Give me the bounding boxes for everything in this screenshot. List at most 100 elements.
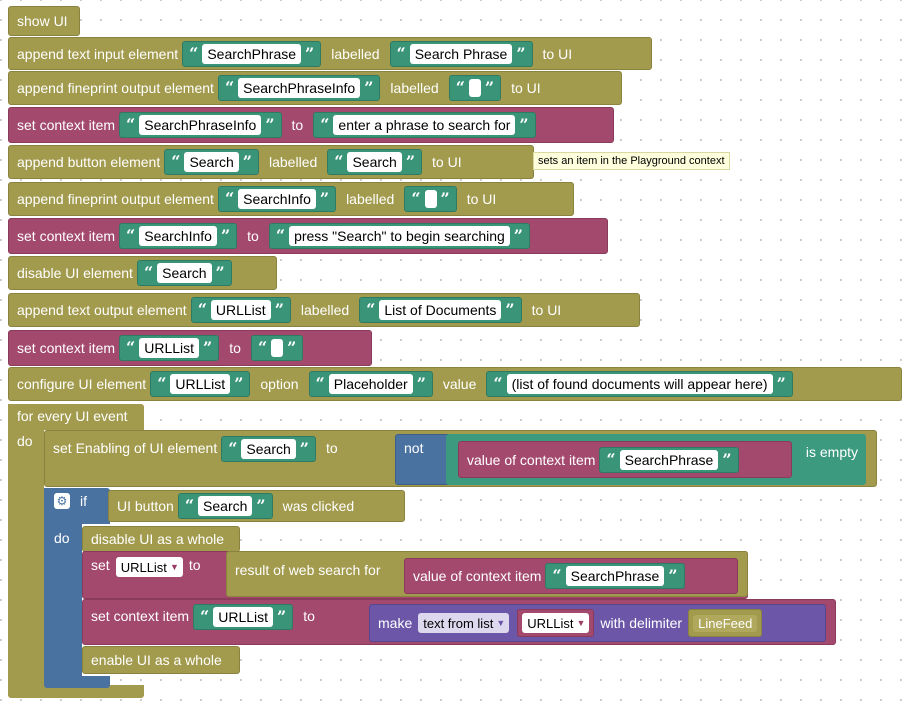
ui-button-clicked-block[interactable]: UI button “Search” was clicked xyxy=(108,490,405,522)
text-field[interactable]: Search xyxy=(198,496,253,516)
string-block[interactable]: “URLList” xyxy=(190,297,291,323)
text-field[interactable]: URLList xyxy=(210,300,271,320)
disable-ui-element-block[interactable]: disable UI element “Search” xyxy=(8,256,277,290)
make-text-from-list-block[interactable]: make text from list▼ URLList▼ with delim… xyxy=(369,604,826,642)
disable-ui-whole-block[interactable]: disable UI as a whole xyxy=(82,526,240,552)
text-field[interactable]: URLList xyxy=(213,607,274,627)
empty-text-field[interactable] xyxy=(424,190,437,208)
block-label: result of web search for xyxy=(235,562,381,578)
to-label: to xyxy=(303,608,315,624)
text-field[interactable]: Placeholder xyxy=(328,374,413,394)
string-block[interactable]: “URLList” xyxy=(119,335,220,361)
block-label: configure UI element xyxy=(17,376,147,392)
text-field[interactable]: SearchInfo xyxy=(139,226,217,246)
string-block[interactable]: “Search Phrase” xyxy=(389,40,533,67)
delimiter-block[interactable]: LineFeed xyxy=(688,609,763,637)
string-block[interactable]: “URLList” xyxy=(150,371,251,397)
text-field[interactable]: URLList xyxy=(139,338,200,358)
string-block[interactable]: “” xyxy=(404,186,457,212)
set-context-item-block[interactable]: set context item “SearchInfo” to “press … xyxy=(8,218,608,254)
to-label: to xyxy=(325,440,338,456)
string-block[interactable]: “Search” xyxy=(327,149,423,175)
labelled-label: labelled xyxy=(346,191,395,207)
variable-name: URLList xyxy=(120,559,167,575)
set-context-item-block[interactable]: set context item “SearchPhraseInfo” to “… xyxy=(8,107,614,143)
string-block[interactable]: “SearchPhrase” xyxy=(182,40,322,67)
enable-ui-whole-block[interactable]: enable UI as a whole xyxy=(82,646,240,674)
show-ui-block[interactable]: show UI xyxy=(8,6,80,36)
string-block[interactable]: “URLList” xyxy=(193,604,294,630)
text-field[interactable]: SearchPhraseInfo xyxy=(139,115,262,135)
set-context-item-block[interactable]: set context item “URLList” to “” xyxy=(8,330,372,366)
gear-icon[interactable]: ⚙ xyxy=(54,493,70,509)
to-label: to xyxy=(229,340,241,356)
append-button-block[interactable]: append button element “Search” labelled … xyxy=(8,145,534,179)
string-block[interactable]: “enter a phrase to search for” xyxy=(313,112,536,138)
string-block[interactable]: “SearchPhrase” xyxy=(545,563,685,589)
to-label: to xyxy=(247,228,259,244)
string-block[interactable]: “” xyxy=(448,75,502,101)
string-block[interactable]: “” xyxy=(250,335,304,361)
append-text-output-block[interactable]: append text output element “URLList” lab… xyxy=(8,293,640,327)
string-block[interactable]: “SearchPhraseInfo” xyxy=(217,75,381,101)
append-fineprint-block[interactable]: append fineprint output element “SearchP… xyxy=(8,71,622,105)
mode-dropdown[interactable]: text from list▼ xyxy=(418,613,510,633)
string-block[interactable]: “Search” xyxy=(164,149,259,175)
string-block[interactable]: “(list of found documents will appear he… xyxy=(486,371,793,397)
labelled-label: labelled xyxy=(300,302,350,318)
string-block[interactable]: “SearchInfo” xyxy=(217,186,337,212)
append-fineprint-block[interactable]: append fineprint output element “SearchI… xyxy=(8,182,574,216)
string-block[interactable]: “Search” xyxy=(177,493,273,519)
text-field[interactable]: List of Documents xyxy=(379,300,502,320)
text-field[interactable]: (list of found documents will appear her… xyxy=(506,374,773,394)
text-field[interactable]: Search xyxy=(347,152,402,172)
text-field[interactable]: Search xyxy=(157,263,212,283)
text-field[interactable]: press "Search" to begin searching xyxy=(289,226,510,246)
variable-name: URLList xyxy=(527,615,574,631)
variable-dropdown[interactable]: URLList▼ xyxy=(115,557,183,577)
to-ui-label: to UI xyxy=(432,154,462,170)
text-field[interactable]: URLList xyxy=(170,374,231,394)
value-of-context-item-block[interactable]: value of context item “SearchPhrase” xyxy=(404,558,738,594)
block-label: disable UI element xyxy=(17,265,133,281)
event-do-label: do xyxy=(17,433,33,449)
to-ui-label: to UI xyxy=(531,302,562,318)
append-text-input-block[interactable]: append text input element “SearchPhrase”… xyxy=(8,37,652,70)
value-label: value xyxy=(442,376,477,392)
block-label: set context item xyxy=(17,117,116,133)
string-block[interactable]: “SearchInfo” xyxy=(119,223,238,249)
string-block[interactable]: “SearchPhraseInfo” xyxy=(119,112,282,138)
text-field[interactable]: SearchPhraseInfo xyxy=(238,78,361,98)
text-field[interactable]: Search Phrase xyxy=(409,43,513,64)
block-label: disable UI as a whole xyxy=(91,531,225,547)
string-block[interactable]: “Search” xyxy=(136,260,232,286)
configure-ui-element-block[interactable]: configure UI element “URLList” option “P… xyxy=(8,367,902,401)
string-block[interactable]: “Placeholder” xyxy=(308,371,433,397)
set-label: set xyxy=(91,557,110,573)
text-field[interactable]: SearchInfo xyxy=(238,189,316,209)
string-block[interactable]: “Search” xyxy=(221,436,316,462)
text-field[interactable]: SearchPhrase xyxy=(565,566,665,586)
labelled-label: labelled xyxy=(390,80,439,96)
empty-text-field[interactable] xyxy=(468,79,481,97)
block-label: set Enabling of UI element xyxy=(53,440,218,456)
to-ui-label: to UI xyxy=(542,45,573,62)
string-block[interactable]: “SearchPhrase” xyxy=(599,446,739,473)
empty-text-field[interactable] xyxy=(271,339,284,357)
list-variable-dropdown[interactable]: URLList▼ xyxy=(522,613,590,633)
text-field[interactable]: SearchPhrase xyxy=(619,449,719,470)
string-block[interactable]: “List of Documents” xyxy=(359,297,522,323)
value-of-context-item-block[interactable]: value of context item “SearchPhrase” xyxy=(458,441,792,478)
tooltip: sets an item in the Playground context xyxy=(533,152,730,170)
text-field[interactable]: enter a phrase to search for xyxy=(333,115,516,135)
dropdown-arrow-icon: ▼ xyxy=(496,618,506,628)
delimiter-dropdown[interactable]: LineFeed xyxy=(693,614,758,632)
event-label: for every UI event xyxy=(17,408,128,424)
show-ui-label: show UI xyxy=(17,13,68,29)
text-field[interactable]: SearchPhrase xyxy=(202,43,302,64)
string-block[interactable]: “press "Search" to begin searching” xyxy=(268,223,530,249)
text-field[interactable]: Search xyxy=(241,439,296,459)
text-field[interactable]: Search xyxy=(184,152,239,172)
not-block[interactable]: not xyxy=(395,434,455,485)
list-variable-block[interactable]: URLList▼ xyxy=(517,609,595,637)
